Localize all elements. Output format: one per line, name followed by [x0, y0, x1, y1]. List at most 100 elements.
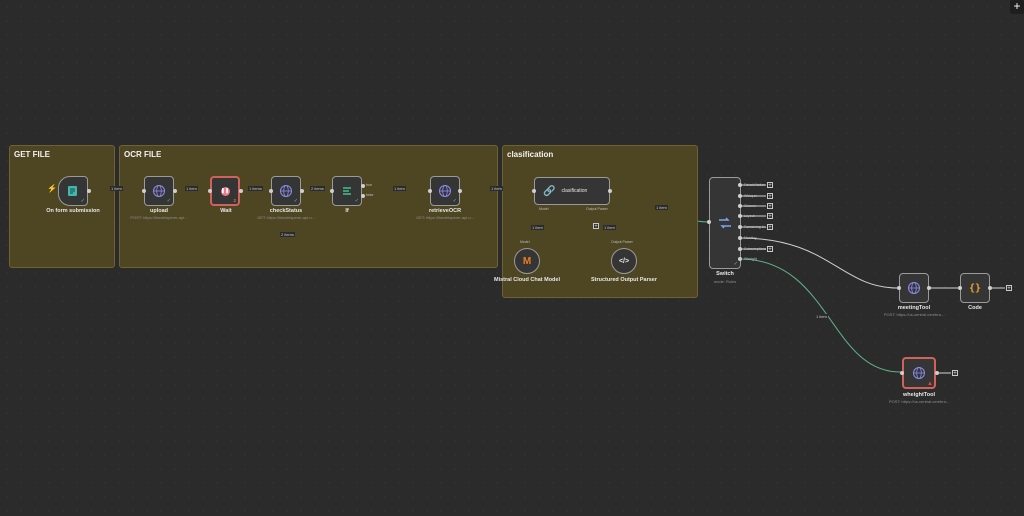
input-port[interactable]: [269, 189, 273, 193]
node-label: On form submission: [46, 208, 100, 214]
edge-item-count: 2 items: [310, 186, 325, 191]
switch-output-port[interactable]: [738, 194, 742, 198]
node-upload[interactable]: ✓: [144, 176, 174, 206]
group-clasification[interactable]: clasification: [502, 145, 698, 298]
success-check-icon: ✓: [293, 198, 298, 204]
node-subtitle: GET: https://llmwhisperer-api.u...: [416, 215, 474, 220]
model-sub-label: Model: [520, 240, 530, 244]
group-ocr-file[interactable]: OCR FILE: [119, 145, 498, 268]
form-icon: [68, 186, 77, 196]
input-port[interactable]: [707, 220, 711, 224]
output-port[interactable]: [988, 286, 992, 290]
input-port[interactable]: [330, 189, 334, 193]
add-node-button[interactable]: +: [1006, 285, 1012, 292]
output-port[interactable]: [458, 189, 462, 193]
node-check-status[interactable]: ✓: [271, 176, 301, 206]
switch-output-label: Cleaner: [744, 204, 757, 208]
node-structured-output-parser[interactable]: </>: [611, 248, 637, 274]
input-port[interactable]: [958, 286, 962, 290]
globe-icon: [280, 185, 292, 197]
node-subtitle: mode: Rules: [713, 279, 737, 284]
node-wait[interactable]: ❚❚ 2: [210, 176, 240, 206]
output-port[interactable]: [927, 286, 931, 290]
edge-item-count: 1 item: [110, 186, 123, 191]
add-parser-button[interactable]: +: [593, 223, 599, 230]
warning-icon: ▲: [927, 381, 933, 387]
add-node-button[interactable]: +: [767, 203, 773, 210]
node-label: If: [345, 208, 349, 214]
add-node-button[interactable]: +: [767, 213, 773, 220]
group-get-file[interactable]: GET FILE: [9, 145, 115, 268]
trigger-bolt-icon: ⚡: [47, 184, 57, 193]
model-connector-label: Model: [539, 207, 549, 211]
input-port[interactable]: [208, 189, 212, 193]
node-label: checkStatus: [269, 208, 303, 214]
switch-output-label: Remaining Li...: [744, 225, 768, 229]
code-icon: </>: [618, 257, 630, 265]
switch-output-port[interactable]: [738, 257, 742, 261]
output-label: true: [366, 183, 373, 187]
switch-output-port[interactable]: [738, 247, 742, 251]
switch-output-port[interactable]: [738, 225, 742, 229]
input-port[interactable]: [428, 189, 432, 193]
node-if[interactable]: ✓: [332, 176, 362, 206]
braces-icon: {}: [968, 282, 982, 294]
switch-output-port[interactable]: [738, 183, 742, 187]
globe-icon: [439, 185, 451, 197]
edge-item-count: 1 item: [393, 186, 406, 191]
node-label: Switch: [716, 271, 734, 277]
node-subtitle: POST: https://us-central.cerebra...: [888, 399, 950, 404]
node-clasification[interactable]: 🔗 clasification: [534, 177, 610, 205]
node-label: Wait: [220, 208, 232, 214]
globe-icon: [908, 282, 920, 294]
add-node-button[interactable]: +: [767, 246, 773, 253]
add-node-button[interactable]: +: [767, 193, 773, 200]
node-label: retrieveOCR: [428, 208, 462, 214]
success-check-icon: ✓: [452, 198, 457, 204]
switch-output-port[interactable]: [738, 236, 742, 240]
switch-output-label: Rehabilitation: [744, 183, 766, 187]
output-port[interactable]: [935, 371, 939, 375]
node-switch[interactable]: ✓: [709, 177, 741, 269]
globe-icon: [913, 367, 925, 379]
edge-switch-meeting: [739, 237, 899, 289]
edge-item-count: 1 item: [655, 205, 668, 210]
node-mistral[interactable]: M: [514, 248, 540, 274]
output-port-false[interactable]: [361, 194, 365, 198]
node-on-form-submission[interactable]: ✓: [58, 176, 88, 206]
output-label: false: [366, 193, 374, 197]
input-port[interactable]: [897, 286, 901, 290]
input-port[interactable]: [532, 189, 536, 193]
edge-item-count: 1 item: [185, 186, 198, 191]
node-label: clasification: [561, 188, 588, 194]
edge-item-count: 1 items: [248, 186, 263, 191]
add-node-toolbar-button[interactable]: +: [1010, 0, 1024, 14]
node-meeting-tool[interactable]: [899, 273, 929, 303]
node-label: upload: [149, 208, 169, 214]
warning-count: 2: [233, 198, 236, 203]
add-node-button[interactable]: +: [767, 182, 773, 189]
add-node-button[interactable]: +: [952, 370, 958, 377]
output-port[interactable]: [173, 189, 177, 193]
output-port[interactable]: [608, 189, 612, 193]
edge-item-count: 1 item: [531, 225, 544, 230]
node-label: wheightTool: [903, 392, 935, 398]
node-wheight-tool[interactable]: ▲: [902, 357, 936, 389]
group-title: OCR FILE: [124, 150, 162, 159]
switch-icon: [719, 217, 731, 229]
output-port[interactable]: [87, 189, 91, 193]
node-label: Mistral Cloud Chat Model: [494, 277, 560, 283]
output-port-true[interactable]: [361, 184, 365, 188]
input-port[interactable]: [142, 189, 146, 193]
output-port[interactable]: [300, 189, 304, 193]
switch-output-port[interactable]: [738, 204, 742, 208]
node-code[interactable]: {}: [960, 273, 990, 303]
input-port[interactable]: [900, 371, 904, 375]
switch-output-port[interactable]: [738, 214, 742, 218]
globe-icon: [153, 185, 165, 197]
success-check-icon: ✓: [354, 198, 359, 204]
add-node-button[interactable]: +: [767, 224, 773, 231]
node-retrieve-ocr[interactable]: ✓: [430, 176, 460, 206]
output-port[interactable]: [239, 189, 243, 193]
